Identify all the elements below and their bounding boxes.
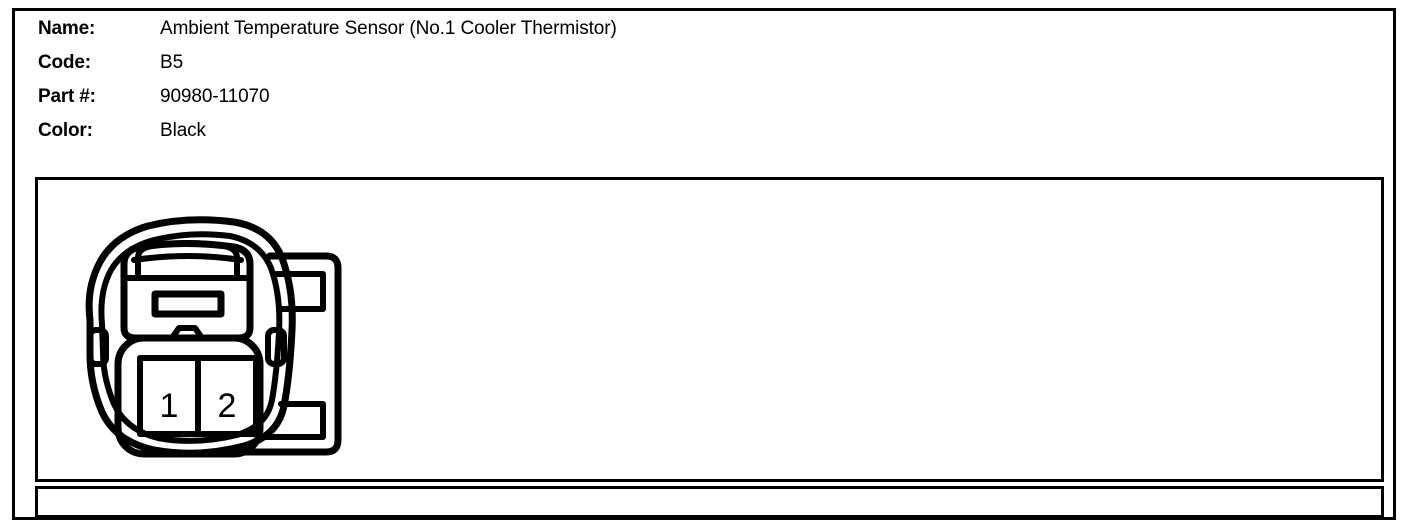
spec-value-code: B5 (160, 52, 184, 73)
bottom-strip (35, 486, 1384, 518)
terminal-cavity-2 (195, 355, 259, 437)
connector-left-side-tab (87, 327, 109, 367)
outer-frame (12, 8, 1396, 520)
connector-right-side-tab (265, 327, 287, 367)
spec-row-part-number: Part #: 90980-11070 (38, 86, 1238, 120)
spec-label-color: Color: (38, 120, 93, 141)
spec-value-color: Black (160, 120, 206, 141)
spec-value-part-number: 90980-11070 (160, 86, 270, 107)
spec-row-name: Name: Ambient Temperature Sensor (No.1 C… (38, 18, 1238, 52)
connector-shroud-top-rim (131, 253, 244, 263)
connector-outer-body (85, 216, 296, 457)
terminal-label-1: 1 (160, 387, 179, 425)
connector-right-flange (234, 252, 342, 456)
spec-label-part-number: Part #: (38, 86, 96, 107)
terminal-label-2: 2 (218, 387, 237, 425)
connector-lock-arch (135, 240, 240, 281)
spec-value-name: Ambient Temperature Sensor (No.1 Cooler … (160, 18, 617, 39)
connector-illustration: 1 2 (38, 178, 368, 478)
connector-notch-upper-right (273, 271, 326, 312)
connector-notch-lower-right (260, 401, 326, 440)
connector-lock-slot (151, 290, 225, 318)
connector-face-view-svg: 1 2 (85, 216, 342, 458)
spec-label-name: Name: (38, 18, 96, 39)
diagram-panel: 1 2 (35, 177, 1384, 482)
spec-row-code: Code: B5 (38, 52, 1238, 86)
spec-row-color: Color: Black (38, 120, 1238, 154)
connector-cavity-housing (114, 334, 264, 458)
spec-label-code: Code: (38, 52, 91, 73)
specification-block: Name: Ambient Temperature Sensor (No.1 C… (38, 18, 1238, 154)
connector-alignment-bump (169, 325, 205, 341)
